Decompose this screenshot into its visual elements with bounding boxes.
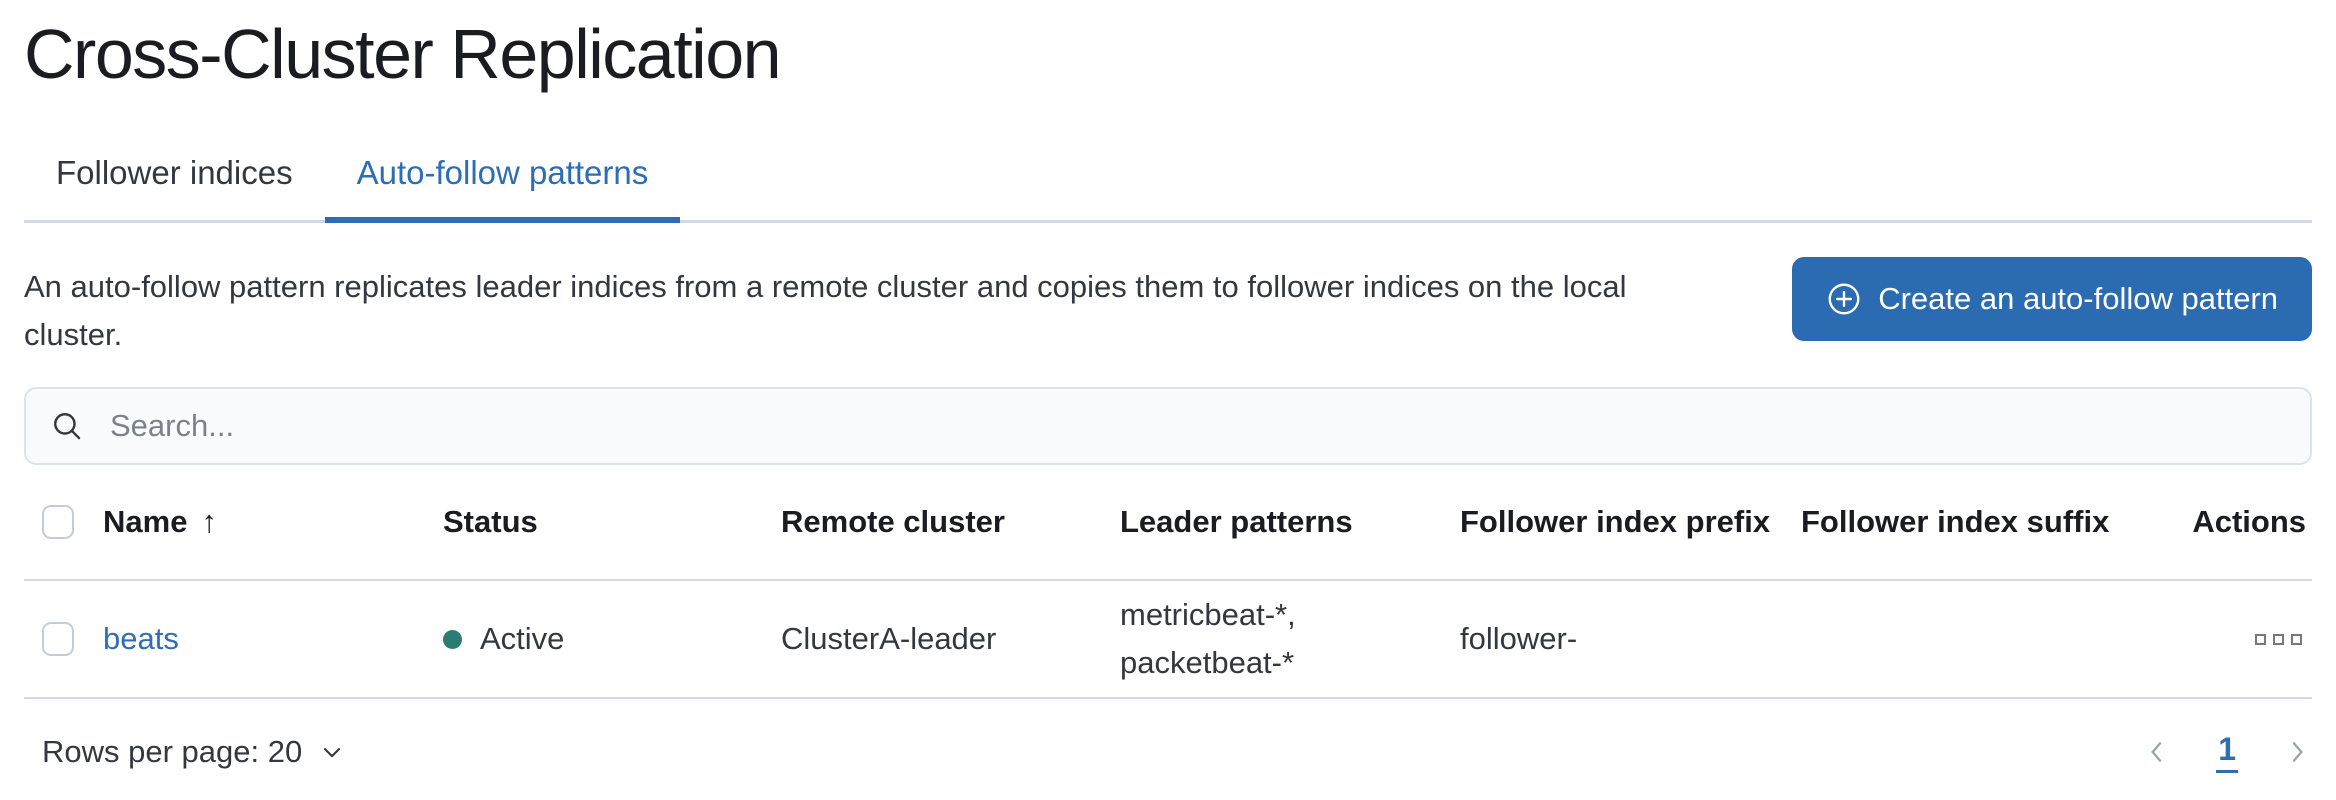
status-label: Active: [480, 621, 565, 656]
pattern-name-link[interactable]: beats: [103, 621, 179, 656]
status-active-dot-icon: [443, 629, 462, 649]
leader-pattern-line: metricbeat-*,: [1120, 597, 1296, 632]
plus-in-circle-icon: [1826, 281, 1862, 317]
cell-actions: [2251, 630, 2312, 649]
rows-per-page-button[interactable]: Rows per page: 20: [42, 734, 346, 770]
cell-name: beats: [103, 615, 443, 663]
actions-square: [2255, 633, 2266, 645]
intro-row: An auto-follow pattern replicates leader…: [24, 257, 2312, 359]
tabs: Follower indices Auto-follow patterns: [24, 130, 2312, 223]
chevron-left-icon: [2142, 737, 2172, 767]
column-header-leader-patterns: Leader patterns: [1120, 504, 1353, 539]
tab-auto-follow-patterns[interactable]: Auto-follow patterns: [324, 130, 681, 223]
cell-follower-index-prefix: follower-: [1460, 621, 1578, 656]
column-header-follower-index-suffix: Follower index suffix: [1801, 504, 2110, 539]
header-checkbox-cell: [24, 505, 103, 539]
chevron-right-icon: [2282, 737, 2312, 767]
table-row-beats: beats Active ClusterA-leader metricbeat-…: [24, 581, 2312, 699]
column-header-name-label: Name: [103, 504, 188, 539]
cell-status: Active: [443, 615, 781, 663]
page-1-button[interactable]: 1: [2216, 731, 2238, 773]
sort-ascending-arrow-icon: ↑: [201, 504, 217, 539]
create-button-label: Create an auto-follow pattern: [1878, 281, 2278, 316]
rows-per-page-label: Rows per page: 20: [42, 734, 303, 769]
cell-leader-patterns: metricbeat-*, packetbeat-*: [1120, 591, 1460, 687]
page-description: An auto-follow pattern replicates leader…: [24, 269, 1627, 352]
next-page-button[interactable]: [2282, 737, 2312, 767]
search-input[interactable]: [108, 407, 2286, 445]
column-header-remote-cluster: Remote cluster: [781, 504, 1005, 539]
actions-square: [2273, 633, 2284, 645]
tab-follower-indices[interactable]: Follower indices: [24, 130, 325, 220]
actions-square: [2291, 633, 2302, 645]
row-checkbox[interactable]: [42, 622, 74, 656]
select-all-checkbox[interactable]: [42, 505, 74, 539]
chevron-down-icon: [318, 738, 346, 766]
row-actions-menu-icon[interactable]: [2251, 630, 2306, 649]
column-header-follower-index-prefix: Follower index prefix: [1460, 504, 1771, 539]
leader-pattern-line: packetbeat-*: [1120, 645, 1295, 680]
column-header-name[interactable]: Name ↑: [103, 504, 443, 540]
table-header-row: Name ↑ Status Remote cluster Leader patt…: [24, 465, 2312, 581]
previous-page-button[interactable]: [2142, 737, 2172, 767]
cell-remote-cluster: ClusterA-leader: [781, 621, 997, 656]
search-bar: [24, 387, 2312, 465]
auto-follow-patterns-table: Name ↑ Status Remote cluster Leader patt…: [24, 465, 2312, 699]
create-auto-follow-pattern-button[interactable]: Create an auto-follow pattern: [1792, 257, 2312, 341]
row-checkbox-cell: [24, 622, 103, 656]
pagination: 1: [2142, 731, 2312, 773]
page-title: Cross-Cluster Replication: [24, 15, 782, 93]
table-footer: Rows per page: 20 1: [24, 731, 2312, 773]
column-header-status: Status: [443, 504, 538, 539]
search-icon: [50, 409, 84, 443]
column-header-actions: Actions: [2192, 504, 2306, 539]
